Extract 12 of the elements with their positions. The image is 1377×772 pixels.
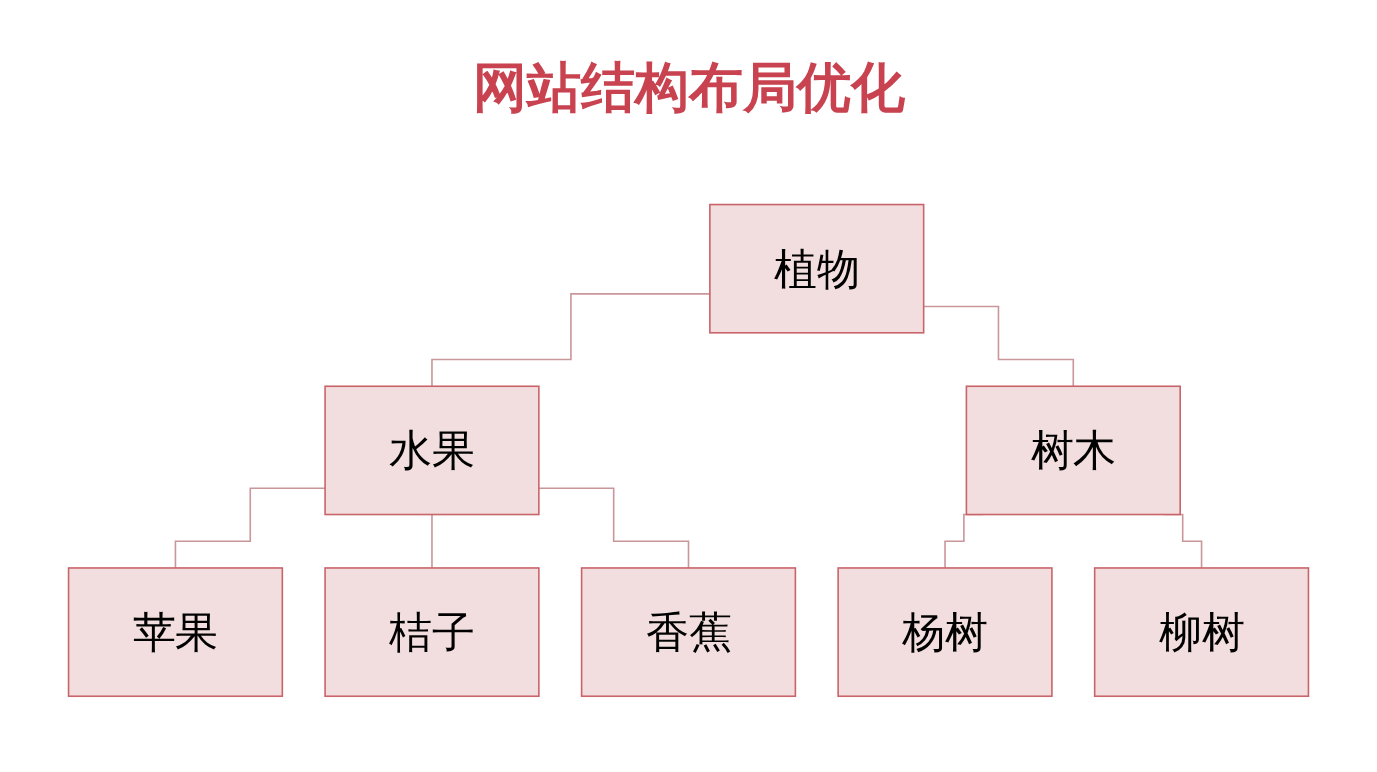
node-box: 柳树 bbox=[1093, 566, 1310, 697]
node-box: 香蕉 bbox=[580, 566, 797, 697]
title: 网站结构布局优化 bbox=[472, 55, 905, 121]
node-box: 苹果 bbox=[67, 566, 284, 697]
connector bbox=[431, 513, 433, 569]
node-box: 桔子 bbox=[324, 566, 540, 697]
node-box: 树木 bbox=[965, 385, 1181, 515]
node-box: 植物 bbox=[709, 203, 925, 334]
node-box: 杨树 bbox=[837, 566, 1053, 697]
connector bbox=[174, 487, 326, 569]
connector bbox=[538, 487, 690, 569]
node-box: 水果 bbox=[324, 385, 540, 515]
